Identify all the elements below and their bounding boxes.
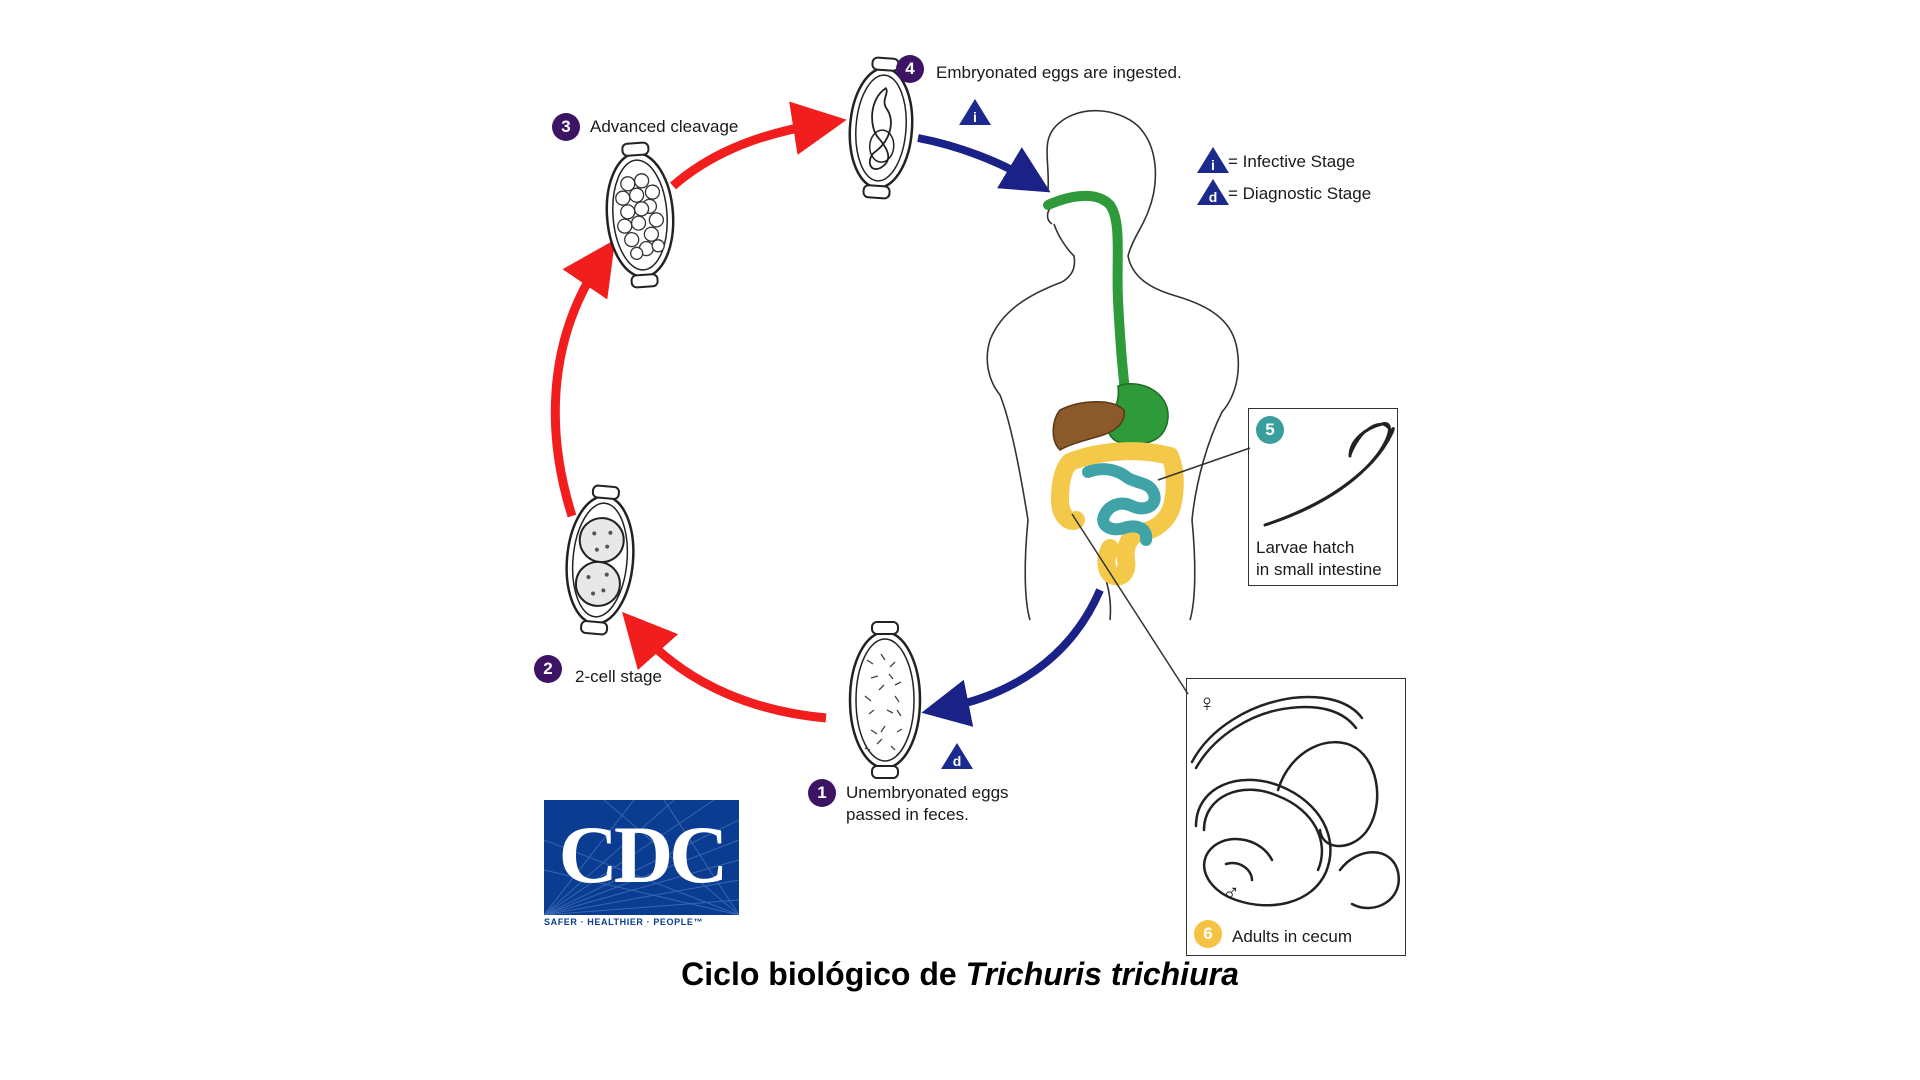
callout-line-adults bbox=[1071, 513, 1189, 695]
small-intestine bbox=[1082, 463, 1161, 546]
legend-diagnostic-icon: d bbox=[1196, 178, 1230, 206]
stage-3-number: 3 bbox=[552, 113, 580, 141]
stage-3-label: Advanced cleavage bbox=[590, 117, 739, 136]
diagram-title-species: Trichuris trichiura bbox=[965, 956, 1239, 992]
egg-stage-2 bbox=[565, 484, 635, 636]
cdc-logo-text: CDC bbox=[558, 809, 729, 900]
legend-infective-icon: i bbox=[1196, 146, 1230, 174]
esophagus bbox=[1043, 190, 1131, 403]
legend-diagnostic-label: = Diagnostic Stage bbox=[1228, 184, 1372, 203]
stage-1-label-line1: Unembryonated eggs bbox=[846, 783, 1009, 802]
legend-diagnostic-symbol: d bbox=[1208, 189, 1218, 205]
stage-6-label: Adults in cecum bbox=[1232, 927, 1352, 946]
egg-stage-3 bbox=[605, 141, 675, 289]
stage-1-number: 1 bbox=[808, 779, 836, 807]
diagnostic-stage-marker-symbol: d bbox=[952, 753, 962, 769]
adult-worms-drawing bbox=[1190, 695, 1401, 910]
male-symbol: ♂ bbox=[1222, 880, 1240, 907]
stage-5-callout-box bbox=[1248, 408, 1398, 586]
cdc-logo: CDC SAFER · HEALTHIER · PEOPLE™ bbox=[544, 800, 746, 928]
arrow-2-to-3 bbox=[550, 239, 616, 518]
female-symbol: ♀ bbox=[1198, 690, 1216, 717]
stage-6-callout-box bbox=[1186, 678, 1406, 956]
legend-infective-symbol: i bbox=[1211, 157, 1215, 173]
callout-line-larvae bbox=[1157, 447, 1251, 481]
legend-infective-label: = Infective Stage bbox=[1228, 152, 1356, 171]
egg-stage-1 bbox=[848, 621, 922, 779]
cdc-logo-tagline: SAFER · HEALTHIER · PEOPLE™ bbox=[544, 917, 704, 927]
liver bbox=[1052, 401, 1125, 451]
stage-6-number: 6 bbox=[1194, 920, 1222, 948]
arrow-passed-in-feces bbox=[921, 588, 1104, 727]
arrow-1-to-2 bbox=[622, 611, 827, 723]
infective-stage-marker-symbol: i bbox=[973, 109, 977, 125]
stage-2-number: 2 bbox=[534, 655, 562, 683]
egg-stage-4 bbox=[848, 56, 914, 200]
stage-5-label-line1: Larvae hatch bbox=[1256, 538, 1355, 557]
arrow-ingestion bbox=[917, 134, 1051, 193]
diagram-title: Ciclo biológico de Trichuris trichiura bbox=[0, 956, 1920, 993]
arrow-3-to-4 bbox=[670, 101, 847, 190]
stage-4-label: Embryonated eggs are ingested. bbox=[936, 63, 1182, 82]
stage-5-number: 5 bbox=[1256, 416, 1284, 444]
stage-2-label: 2-cell stage bbox=[575, 667, 662, 686]
diagram-title-text: Ciclo biológico de bbox=[681, 956, 966, 992]
diagnostic-stage-marker: d bbox=[940, 742, 974, 770]
stage-5-label-line2: in small intestine bbox=[1256, 560, 1382, 579]
cdc-logo-plate: CDC bbox=[544, 800, 739, 915]
stage-1-label-line2: passed in feces. bbox=[846, 805, 969, 824]
infective-stage-marker: i bbox=[958, 98, 992, 126]
stage-4-number: 4 bbox=[896, 55, 924, 83]
